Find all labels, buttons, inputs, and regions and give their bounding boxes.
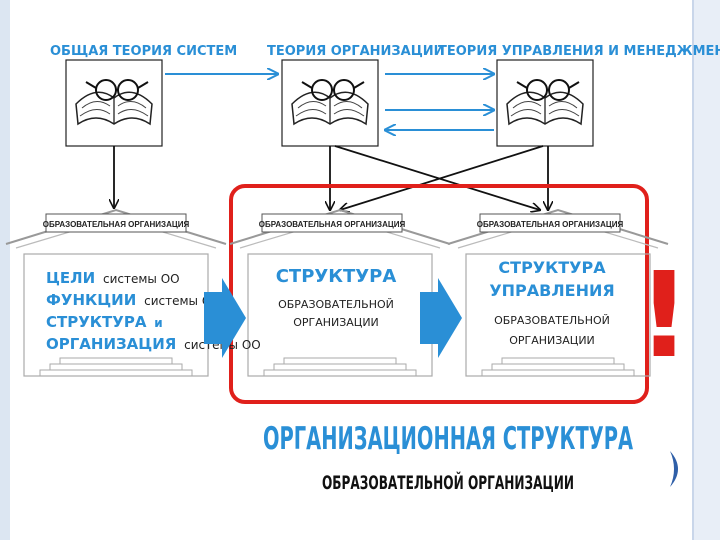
roof-label-1: ОБРАЗОВАТЕЛЬНАЯ ОРГАНИЗАЦИЯ <box>43 220 190 229</box>
block-arrow-2 <box>420 278 462 358</box>
house1-row-2: ФУНКЦИИ системы ОО <box>46 291 221 309</box>
house2-title: СТРУКТУРА <box>276 266 397 287</box>
slide-right-border <box>692 0 720 540</box>
theory-label-organization: ТЕОРИЯ ОРГАНИЗАЦИИ <box>267 44 445 59</box>
house3-sub-1: ОБРАЗОВАТЕЛЬНОЙ <box>494 314 610 327</box>
roof-banner-2 <box>261 213 403 233</box>
block-arrow-1 <box>204 278 246 358</box>
book-glasses-icon-organization <box>281 59 379 147</box>
theory-label-management: ТЕОРИЯ УПРАВЛЕНИЯ И МЕНЕДЖМЕНТА <box>438 44 720 59</box>
next-slide-icon[interactable] <box>668 449 688 489</box>
slide-left-border <box>0 0 10 540</box>
house3-sub-2: ОРГАНИЗАЦИИ <box>509 334 595 347</box>
footer-title: ОРГАНИЗАЦИОННАЯ СТРУКТУРА <box>263 421 633 457</box>
house2-sub-1: ОБРАЗОВАТЕЛЬНОЙ <box>278 298 394 311</box>
house1-text-2: системы ОО <box>144 294 221 308</box>
house1-key-structure: СТРУКТУРА <box>46 313 147 331</box>
house3-title-2: УПРАВЛЕНИЯ <box>489 281 614 300</box>
exclamation-mark: ! <box>637 246 691 384</box>
house1-key-goals: ЦЕЛИ <box>46 269 95 287</box>
theory-label-systems: ОБЩАЯ ТЕОРИЯ СИСТЕМ <box>50 44 237 59</box>
arrow-cross-management-to-organization <box>340 145 544 210</box>
roof-banner-3 <box>479 213 621 233</box>
house-outline-structure <box>229 209 451 377</box>
roof-label-2: ОБРАЗОВАТЕЛЬНАЯ ОРГАНИЗАЦИЯ <box>259 220 406 229</box>
house1-text-3: и <box>154 316 162 330</box>
book-glasses-icon-systems <box>65 59 163 147</box>
house3-title-1: СТРУКТУРА <box>498 258 606 277</box>
house1-key-organization: ОРГАНИЗАЦИЯ <box>46 335 176 353</box>
arrow-cross-organization-to-management <box>334 145 540 210</box>
house1-text-1: системы ОО <box>103 272 180 286</box>
book-glasses-icon-management <box>496 59 594 147</box>
roof-banner-1 <box>45 213 187 233</box>
footer-subtitle: ОБРАЗОВАТЕЛЬНОЙ ОРГАНИЗАЦИИ <box>322 471 574 494</box>
house1-row-1: ЦЕЛИ системы ОО <box>46 269 180 287</box>
house2-sub-2: ОРГАНИЗАЦИИ <box>293 316 379 329</box>
house1-key-functions: ФУНКЦИИ <box>46 291 136 309</box>
roof-label-3: ОБРАЗОВАТЕЛЬНАЯ ОРГАНИЗАЦИЯ <box>477 220 624 229</box>
house1-row-3: СТРУКТУРА и <box>46 313 163 331</box>
